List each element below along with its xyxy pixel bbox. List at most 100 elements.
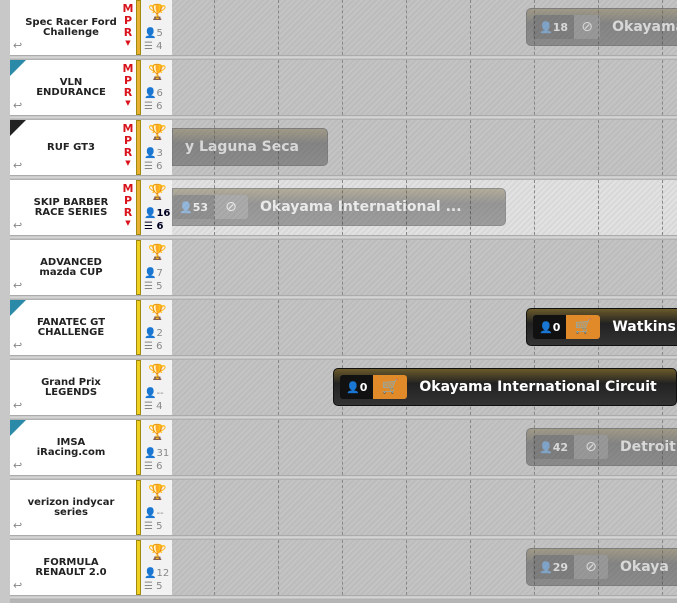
sessions-count: ☰ 6 bbox=[144, 161, 163, 172]
week-divider bbox=[470, 180, 471, 235]
track-name: y Laguna Seca bbox=[185, 139, 299, 155]
series-row[interactable]: FANATEC GT CHALLENGEM↩🏆👤2☰ 6👤 0🛒Watkins bbox=[10, 300, 677, 355]
race-event[interactable]: 👤 53⊘Okayama International ... bbox=[172, 188, 506, 226]
trophy-icon[interactable]: 🏆 bbox=[148, 303, 167, 321]
registered-value: 42 bbox=[552, 440, 569, 454]
hook-icon: ↩ bbox=[13, 219, 23, 232]
series-logo-card[interactable]: FANATEC GT CHALLENGEM↩ bbox=[10, 300, 136, 355]
week-divider bbox=[470, 60, 471, 115]
mpr-indicator[interactable]: MPR▼ bbox=[122, 123, 134, 168]
week-divider bbox=[662, 60, 663, 115]
registered-value: 0 bbox=[552, 320, 561, 334]
person-icon: 👤 bbox=[346, 380, 360, 394]
week-divider bbox=[214, 180, 215, 235]
race-event[interactable]: 👤 18⊘Okayama bbox=[526, 8, 677, 46]
week-divider bbox=[598, 240, 599, 295]
series-logo-card[interactable]: Grand Prix LEGENDS↩ bbox=[10, 360, 136, 415]
mpr-indicator[interactable]: MPR▼ bbox=[122, 183, 134, 228]
trophy-icon[interactable]: 🏆 bbox=[148, 183, 167, 201]
race-event[interactable]: 👤 29⊘Okaya bbox=[526, 548, 677, 586]
series-logo-card[interactable]: IMSA iRacing.comM↩ bbox=[10, 420, 136, 475]
series-logo-card[interactable]: VLN ENDURANCEM↩MPR▼ bbox=[10, 60, 136, 115]
series-row[interactable]: IMSA iRacing.comM↩🏆👤31☰ 6👤 42⊘Detroit bbox=[10, 420, 677, 475]
series-logo-card[interactable]: RUF GT3F↩MPR▼ bbox=[10, 120, 136, 175]
no-entry-icon[interactable]: ⊘ bbox=[574, 435, 609, 459]
sessions-value: 6 bbox=[156, 161, 163, 172]
license-badge: M bbox=[10, 300, 26, 316]
sessions-value: 6 bbox=[156, 341, 163, 352]
participants-count: 👤3 bbox=[144, 148, 163, 159]
week-divider bbox=[342, 300, 343, 355]
series-stats: 🏆👤31☰ 6 bbox=[141, 420, 172, 475]
trophy-icon[interactable]: 🏆 bbox=[148, 483, 167, 501]
hook-icon: ↩ bbox=[13, 159, 23, 172]
mpr-arrow-icon: ▼ bbox=[125, 99, 131, 107]
participants-value: 5 bbox=[156, 28, 163, 39]
week-divider bbox=[662, 0, 663, 55]
participants-count: 👤5 bbox=[144, 28, 163, 39]
license-badge: M bbox=[10, 60, 26, 76]
series-row[interactable]: RUF GT3F↩MPR▼🏆👤3☰ 6y Laguna Seca bbox=[10, 120, 677, 175]
series-logo-card[interactable]: verizon indycar series↩ bbox=[10, 480, 136, 535]
cart-button[interactable]: 🛒 bbox=[373, 375, 408, 399]
series-color-bar bbox=[136, 360, 141, 415]
sessions-count: ☰ 5 bbox=[144, 521, 163, 532]
week-divider bbox=[470, 0, 471, 55]
no-entry-icon[interactable]: ⊘ bbox=[574, 15, 601, 39]
series-logo-card[interactable]: SKIP BARBER RACE SERIES↩MPR▼ bbox=[10, 180, 136, 235]
week-divider bbox=[406, 480, 407, 535]
series-logo-card[interactable]: Spec Racer Ford Challenge↩MPR▼ bbox=[10, 0, 136, 55]
race-event[interactable]: 👤 42⊘Detroit bbox=[526, 428, 677, 466]
series-row[interactable]: FORMULA RENAULT 2.0↩🏆👤12☰ 5👤 29⊘Okaya bbox=[10, 540, 677, 595]
participants-value: 31 bbox=[156, 448, 170, 459]
no-entry-icon[interactable]: ⊘ bbox=[214, 195, 249, 219]
series-stats: 🏆👤16☰ 6 bbox=[141, 180, 172, 235]
week-divider bbox=[662, 480, 663, 535]
trophy-icon[interactable]: 🏆 bbox=[148, 123, 167, 141]
mpr-indicator[interactable]: MPR▼ bbox=[122, 63, 134, 108]
series-row[interactable]: SKIP BARBER RACE SERIES↩MPR▼🏆👤16☰ 6👤 53⊘… bbox=[10, 180, 677, 235]
schedule-grid bbox=[172, 240, 677, 295]
trophy-icon[interactable]: 🏆 bbox=[148, 3, 167, 21]
list-icon: ☰ bbox=[144, 281, 157, 292]
sessions-count: ☰ 4 bbox=[144, 401, 163, 412]
race-event[interactable]: 👤 0🛒Okayama International Circuit bbox=[333, 368, 677, 406]
trophy-icon[interactable]: 🏆 bbox=[148, 543, 167, 561]
trophy-icon[interactable]: 🏆 bbox=[148, 363, 167, 381]
mpr-indicator[interactable]: MPR▼ bbox=[122, 3, 134, 48]
trophy-icon[interactable]: 🏆 bbox=[148, 423, 167, 441]
trophy-icon[interactable]: 🏆 bbox=[148, 243, 167, 261]
series-logo-card[interactable]: FORMULA RENAULT 2.0↩ bbox=[10, 540, 136, 595]
week-divider bbox=[278, 360, 279, 415]
week-divider bbox=[406, 60, 407, 115]
week-divider bbox=[278, 120, 279, 175]
series-logo-card[interactable]: ADVANCED mazda CUP↩ bbox=[10, 240, 136, 295]
series-color-bar bbox=[136, 240, 141, 295]
series-color-bar bbox=[136, 480, 141, 535]
hook-icon: ↩ bbox=[13, 519, 23, 532]
series-row[interactable]: verizon indycar series↩🏆👤--☰ 5 bbox=[10, 480, 677, 535]
mpr-arrow-icon: ▼ bbox=[125, 39, 131, 47]
week-divider bbox=[598, 60, 599, 115]
participants-count: 👤2 bbox=[144, 328, 163, 339]
row-separator bbox=[10, 355, 677, 360]
series-stats: 🏆👤--☰ 5 bbox=[141, 480, 172, 535]
race-event[interactable]: y Laguna Seca bbox=[172, 128, 328, 166]
schedule-grid: 👤 53⊘Okayama International ... bbox=[172, 180, 677, 235]
week-divider bbox=[470, 120, 471, 175]
series-row[interactable]: Spec Racer Ford Challenge↩MPR▼🏆👤5☰ 4👤 18… bbox=[10, 0, 677, 55]
race-event[interactable]: 👤 0🛒Watkins bbox=[526, 308, 677, 346]
hook-icon: ↩ bbox=[13, 399, 23, 412]
participants-value: -- bbox=[156, 388, 164, 399]
series-row[interactable]: Grand Prix LEGENDS↩ 🏆 👤 -- ☰ 4 👤 0🛒Okayama In… bbox=[10, 360, 677, 415]
cart-button[interactable]: 🛒 bbox=[566, 315, 601, 339]
series-color-bar bbox=[136, 420, 141, 475]
person-icon: 👤 bbox=[144, 568, 157, 579]
series-row[interactable]: ADVANCED mazda CUP↩🏆👤7☰ 5 bbox=[10, 240, 677, 295]
no-entry-icon[interactable]: ⊘ bbox=[574, 555, 609, 579]
series-row[interactable]: VLN ENDURANCEM↩MPR▼🏆👤6☰ 6 bbox=[10, 60, 677, 115]
trophy-icon[interactable]: 🏆 bbox=[148, 63, 167, 81]
list-icon: ☰ bbox=[144, 581, 157, 592]
week-divider bbox=[342, 180, 343, 235]
row-separator bbox=[10, 415, 677, 420]
